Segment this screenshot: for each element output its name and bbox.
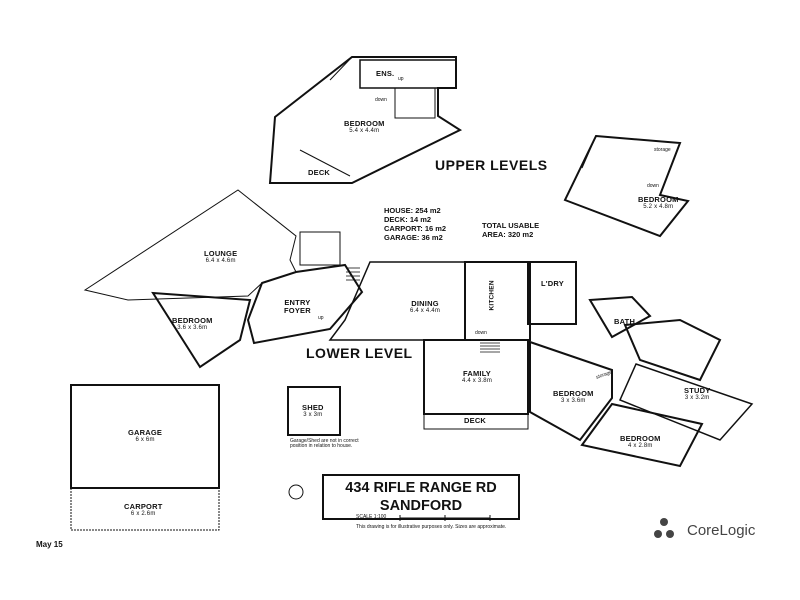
upper-right-bedroom-label: BEDROOM 5.2 x 4.8m — [638, 196, 679, 210]
stair-up-upper: up — [398, 76, 404, 82]
ensuite-label: ENS. — [376, 69, 395, 78]
compass-icon — [288, 484, 304, 500]
lounge-dim: 6.4 x 4.6m — [205, 257, 236, 264]
bedroom-center-label: BEDROOM 3 x 3.6m — [553, 390, 594, 404]
stair-down-upper: down — [375, 97, 387, 103]
laundry-label: L'DRY — [541, 279, 564, 288]
upper-levels-heading: UPPER LEVELS — [435, 157, 548, 173]
entry-foyer-outline — [246, 263, 364, 345]
family-name: FAMILY — [463, 369, 492, 378]
carport-area: CARPORT: 16 m2 — [384, 224, 447, 233]
garage-area: GARAGE: 36 m2 — [384, 233, 443, 242]
lower-level-heading: LOWER LEVEL — [306, 345, 413, 361]
bedroom-left-name: BEDROOM — [172, 316, 213, 325]
dining-name: DINING — [411, 299, 439, 308]
upper-right-bedroom-name: BEDROOM — [638, 195, 679, 204]
shed-outline — [287, 386, 341, 436]
bedroom-bottom-dim: 4 x 2.8m — [627, 442, 653, 449]
address-line1: 434 RIFLE RANGE RD — [345, 480, 497, 496]
stair-up-entry: up — [318, 315, 324, 321]
scale-label: SCALE 1:100 — [356, 514, 387, 520]
bedroom-center-dim: 3 x 3.6m — [560, 397, 586, 404]
bath-outline — [588, 295, 652, 339]
lounge-name: LOUNGE — [204, 249, 238, 258]
address-box: 434 RIFLE RANGE RD SANDFORD — [322, 474, 520, 520]
dining-outline — [328, 261, 466, 341]
garage-name: GARAGE — [128, 428, 163, 437]
study-dim: 3 x 3.2m — [684, 394, 710, 401]
upper-bedroom-label: BEDROOM 5.4 x 4.4m — [344, 120, 385, 134]
wing-right-outline — [623, 318, 722, 382]
carport-label: CARPORT 6 x 2.6m — [124, 503, 162, 517]
upper-right-bedroom-dim: 5.2 x 4.8m — [643, 203, 674, 210]
date-label: May 15 — [36, 540, 63, 549]
corelogic-logo: CoreLogic — [655, 514, 765, 548]
bedroom-bottom-label: BEDROOM 4 x 2.8m — [620, 435, 661, 449]
shed-note: Garage/Shed are not in correct position … — [290, 438, 359, 450]
bedroom-bottom-outline — [580, 402, 704, 468]
brand-name: CoreLogic — [687, 522, 756, 539]
lounge-outline — [83, 189, 297, 301]
total-area: TOTAL USABLE AREA: 320 m2 — [482, 221, 539, 239]
bedroom-center-outline — [529, 340, 613, 442]
bath-label: BATH — [614, 317, 636, 326]
kitchen-outline — [464, 261, 531, 341]
total-area-line2: AREA: 320 m2 — [482, 230, 534, 239]
shed-name: SHED — [302, 403, 324, 412]
shed-label: SHED 3 x 3m — [302, 404, 324, 418]
family-dim: 4.4 x 3.8m — [462, 377, 493, 384]
ensuite-outline — [359, 59, 457, 89]
dining-dim: 6.4 x 4.4m — [410, 307, 441, 314]
carport-name: CARPORT — [124, 502, 163, 511]
bedroom-center-name: BEDROOM — [553, 389, 594, 398]
upper-right-bedroom-outline — [563, 134, 690, 238]
house-area: HOUSE: 254 m2 — [384, 206, 441, 215]
carport-outline — [70, 487, 220, 531]
kitchen-label: KITCHEN — [488, 280, 496, 311]
upper-bedroom-name: BEDROOM — [344, 119, 385, 128]
garage-dim: 6 x 6m — [135, 436, 155, 443]
shed-dim: 3 x 3m — [303, 411, 323, 418]
total-area-line1: TOTAL USABLE — [482, 221, 540, 230]
disclaimer: This drawing is for illustrative purpose… — [356, 524, 507, 530]
stair-down-right: down — [647, 183, 659, 189]
dining-label: DINING 6.4 x 4.4m — [410, 300, 440, 314]
bedroom-left-label: BEDROOM 3.6 x 3.6m — [172, 317, 213, 331]
storage-upper-label: storage — [654, 147, 671, 153]
lower-deck-label: DECK — [464, 416, 487, 425]
foyer-label: FOYER — [284, 305, 311, 315]
bedroom-left-dim: 3.6 x 3.6m — [177, 324, 208, 331]
study-outline — [618, 363, 754, 441]
study-label: STUDY 3 x 3.2m — [684, 387, 710, 401]
entry-foyer-label: ENTRY FOYER — [284, 299, 311, 315]
carport-dim: 6 x 2.6m — [130, 510, 156, 517]
address-line2: SANDFORD — [379, 498, 463, 514]
entry-label: ENTRY — [284, 298, 311, 307]
stair-down-lower: down — [475, 330, 487, 336]
deck-area: DECK: 14 m2 — [384, 215, 432, 224]
upper-bedroom-dim: 5.4 x 4.4m — [349, 127, 380, 134]
family-label: FAMILY 4.4 x 3.8m — [462, 370, 492, 384]
garage-label: GARAGE 6 x 6m — [128, 429, 162, 443]
bedroom-bottom-name: BEDROOM — [620, 434, 661, 443]
study-name: STUDY — [684, 386, 711, 395]
upper-deck-label: DECK — [308, 168, 331, 177]
lounge-label: LOUNGE 6.4 x 4.6m — [204, 250, 237, 264]
area-stats: HOUSE: 254 m2 DECK: 14 m2 CARPORT: 16 m2… — [384, 206, 446, 242]
corelogic-logo-icon — [654, 518, 674, 538]
